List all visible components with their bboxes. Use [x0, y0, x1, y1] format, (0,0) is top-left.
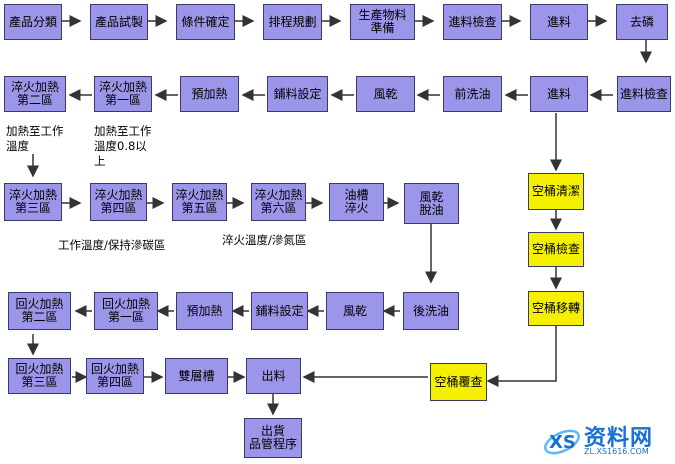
step-quench-heat-zone1: 淬火加熱 第一區 [94, 76, 152, 112]
xs-logo-icon: XS [543, 429, 581, 455]
step-quench-heat-zone5: 淬火加熱 第五區 [172, 183, 227, 221]
step-air-dry-deoil: 風乾 脫油 [404, 183, 459, 224]
step-incoming-inspection-2: 進料檢查 [617, 76, 671, 112]
step-temper-heat-zone1: 回火加熱 第一區 [94, 292, 158, 330]
step-product-trial: 產品試製 [90, 4, 148, 40]
step-condition-confirm: 條件確定 [176, 4, 235, 40]
step-layout-setting-1: 鋪料設定 [267, 76, 328, 112]
bin-inspection: 空桶檢查 [528, 232, 584, 267]
step-temper-heat-zone4: 回火加熱 第四區 [86, 358, 144, 394]
step-oil-quench: 油槽 淬火 [329, 183, 384, 221]
note-heat-to-working-temp: 加熱至工作 溫度 [6, 124, 64, 153]
step-pre-wash-oil: 前洗油 [443, 76, 502, 112]
step-material-prep: 生產物料 準備 [350, 4, 415, 40]
note-heat-to-working-temp-08: 加熱至工作 溫度0.8以 上 [94, 124, 152, 168]
bin-transfer: 空桶移轉 [528, 291, 584, 326]
step-product-classification: 產品分類 [4, 4, 62, 40]
step-incoming-material: 進料 [530, 4, 588, 40]
step-preheat-2: 預加熱 [176, 292, 233, 330]
watermark-logo: XS 资料网 ZL.XS1616.COM [540, 418, 675, 464]
step-quench-heat-zone3: 淬火加熱 第三區 [4, 183, 62, 221]
step-air-dry-1: 風乾 [356, 76, 415, 112]
step-quench-heat-zone4: 淬火加熱 第四區 [90, 183, 147, 221]
note-quench-temp-nitride: 淬火溫度/滲氮區 [222, 233, 307, 247]
step-incoming-material-2: 進料 [530, 76, 588, 112]
bin-cleaning: 空桶清潔 [528, 173, 584, 210]
step-incoming-inspection: 進料檢查 [443, 4, 502, 40]
watermark-url: ZL.XS1616.COM [584, 447, 649, 456]
step-quench-heat-zone6: 淬火加熱 第六區 [251, 183, 306, 221]
step-post-wash-oil: 後洗油 [403, 292, 459, 330]
note-working-temp-carburize: 工作溫度/保持滲碳區 [58, 238, 166, 252]
step-preheat-1: 預加熱 [180, 76, 239, 112]
step-temper-heat-zone3: 回火加熱 第三區 [8, 358, 71, 394]
step-discharge: 出料 [246, 358, 301, 394]
arrow [486, 326, 557, 387]
step-schedule-planning: 排程規劃 [263, 4, 322, 40]
watermark-text: 资料网 [584, 426, 654, 451]
step-temper-heat-zone2: 回火加熱 第二區 [8, 292, 71, 330]
svg-text:XS: XS [549, 432, 576, 453]
step-quench-heat-zone2: 淬火加熱 第二區 [4, 76, 66, 112]
step-double-tank: 雙層槽 [165, 358, 228, 394]
step-dephosphorize: 去磷 [616, 4, 668, 40]
step-layout-setting-2: 鋪料設定 [251, 292, 308, 330]
step-shipping-qc: 出貨 品管程序 [244, 418, 302, 458]
bin-recheck: 空桶覆查 [430, 363, 487, 401]
step-air-dry-2: 風乾 [326, 292, 384, 330]
